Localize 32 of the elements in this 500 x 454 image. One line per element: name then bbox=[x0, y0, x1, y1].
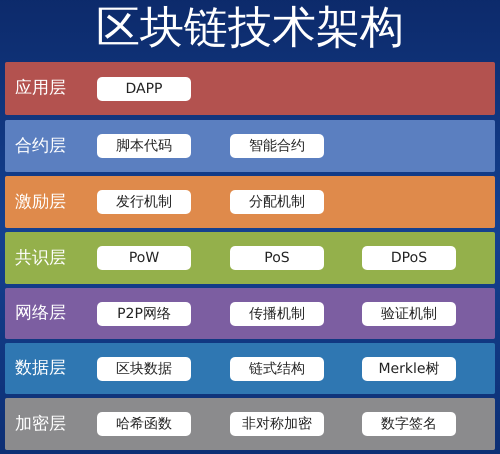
layer-band bbox=[5, 62, 495, 115]
item-pill: DPoS bbox=[362, 246, 456, 270]
layer-band bbox=[5, 120, 495, 172]
layer-label: 共识层 bbox=[15, 247, 66, 270]
item-pill: PoW bbox=[97, 246, 191, 270]
layer-label: 加密层 bbox=[15, 413, 66, 436]
item-pill: PoS bbox=[230, 246, 324, 270]
layer-band bbox=[5, 398, 495, 450]
title: 区块链技术架构 bbox=[95, 2, 405, 54]
layer-label: 应用层 bbox=[15, 77, 66, 100]
item-pill: Merkle树 bbox=[362, 357, 456, 381]
layer-label: 数据层 bbox=[15, 357, 66, 380]
item-pill: 验证机制 bbox=[362, 302, 456, 326]
layer-band bbox=[5, 232, 495, 284]
layer-band bbox=[5, 288, 495, 339]
item-pill: 数字签名 bbox=[362, 412, 456, 436]
item-pill: 脚本代码 bbox=[97, 134, 191, 158]
item-pill: 分配机制 bbox=[230, 190, 324, 214]
item-pill: 非对称加密 bbox=[230, 412, 324, 436]
layer-label: 网络层 bbox=[15, 302, 66, 325]
layer-band bbox=[5, 343, 495, 394]
layer-label: 合约层 bbox=[15, 135, 66, 158]
item-pill: 传播机制 bbox=[230, 302, 324, 326]
item-pill: 发行机制 bbox=[97, 190, 191, 214]
item-pill: 链式结构 bbox=[230, 357, 324, 381]
item-pill: 哈希函数 bbox=[97, 412, 191, 436]
item-pill: 区块数据 bbox=[97, 357, 191, 381]
layer-label: 激励层 bbox=[15, 191, 66, 214]
item-pill: P2P网络 bbox=[97, 302, 191, 326]
item-pill: 智能合约 bbox=[230, 134, 324, 158]
layer-band bbox=[5, 176, 495, 228]
item-pill: DAPP bbox=[97, 77, 191, 101]
